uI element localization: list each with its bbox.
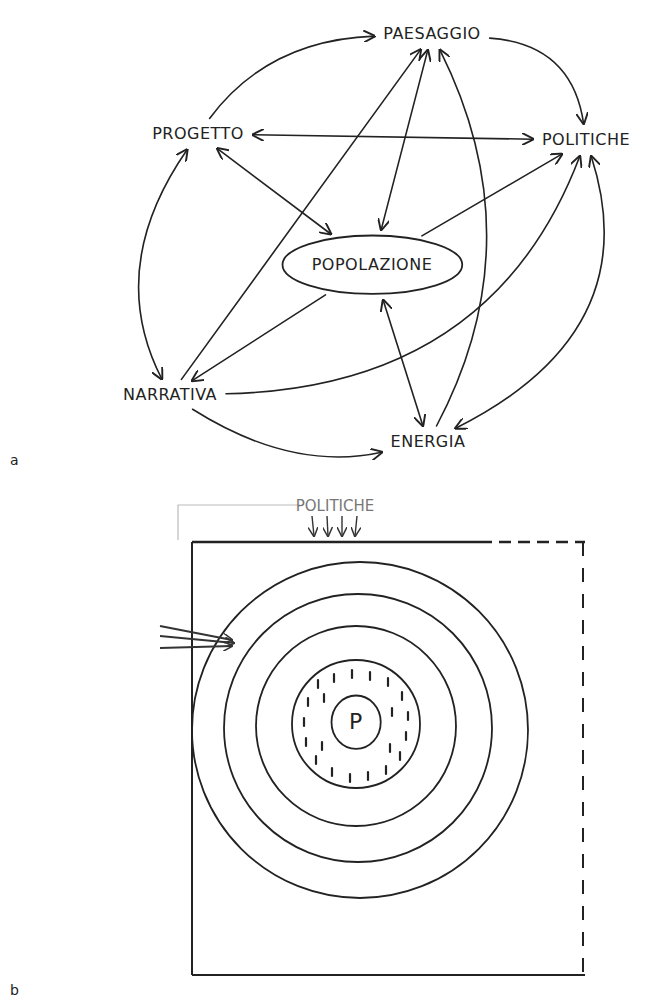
concept-node: POLITICHE <box>538 128 634 151</box>
concentric-ring <box>292 660 420 788</box>
node-label: NARRATIVA <box>123 385 217 404</box>
concept-node: PAESAGGIO <box>379 22 484 45</box>
concentric-ring <box>256 626 456 826</box>
policy-arrows <box>312 516 357 536</box>
central-ellipse: POPOLAZIONE <box>281 234 464 295</box>
relation-arrow <box>139 150 188 379</box>
relation-arrow <box>456 156 605 428</box>
faint-bracket <box>178 505 300 540</box>
concept-node: ENERGIA <box>387 430 470 453</box>
population-dots <box>304 670 408 782</box>
center-circle: P <box>330 694 382 750</box>
relation-arrow <box>253 135 533 139</box>
relation-arrow <box>437 50 487 426</box>
panel-letter: b <box>10 982 19 999</box>
square-border <box>192 541 480 543</box>
square-border-dashed <box>582 542 584 975</box>
relation-arrow <box>210 36 375 118</box>
relation-arrow <box>422 154 562 236</box>
node-label: POPOLAZIONE <box>312 255 433 274</box>
faint-heading: POLITICHE <box>296 497 374 515</box>
incoming-arrows <box>160 626 234 648</box>
relation-arrow <box>490 38 584 123</box>
node-label: PAESAGGIO <box>383 24 480 43</box>
square-border <box>191 542 193 975</box>
concentric-ring <box>192 562 528 898</box>
concentric-ring <box>224 594 492 862</box>
square-border <box>192 974 585 976</box>
relation-arrow <box>226 156 580 393</box>
relation-arrow <box>193 409 382 457</box>
concept-node: NARRATIVA <box>119 383 221 406</box>
node-label: P <box>349 709 363 735</box>
node-label: PROGETTO <box>152 124 244 143</box>
relation-arrow <box>181 50 420 380</box>
relation-arrow <box>381 50 428 229</box>
panel-letter: a <box>10 452 19 469</box>
relation-arrow <box>217 149 330 234</box>
node-label: ENERGIA <box>391 432 466 451</box>
concept-node: PROGETTO <box>148 122 248 145</box>
square-border-dashed <box>480 541 585 543</box>
node-label: POLITICHE <box>542 130 630 149</box>
